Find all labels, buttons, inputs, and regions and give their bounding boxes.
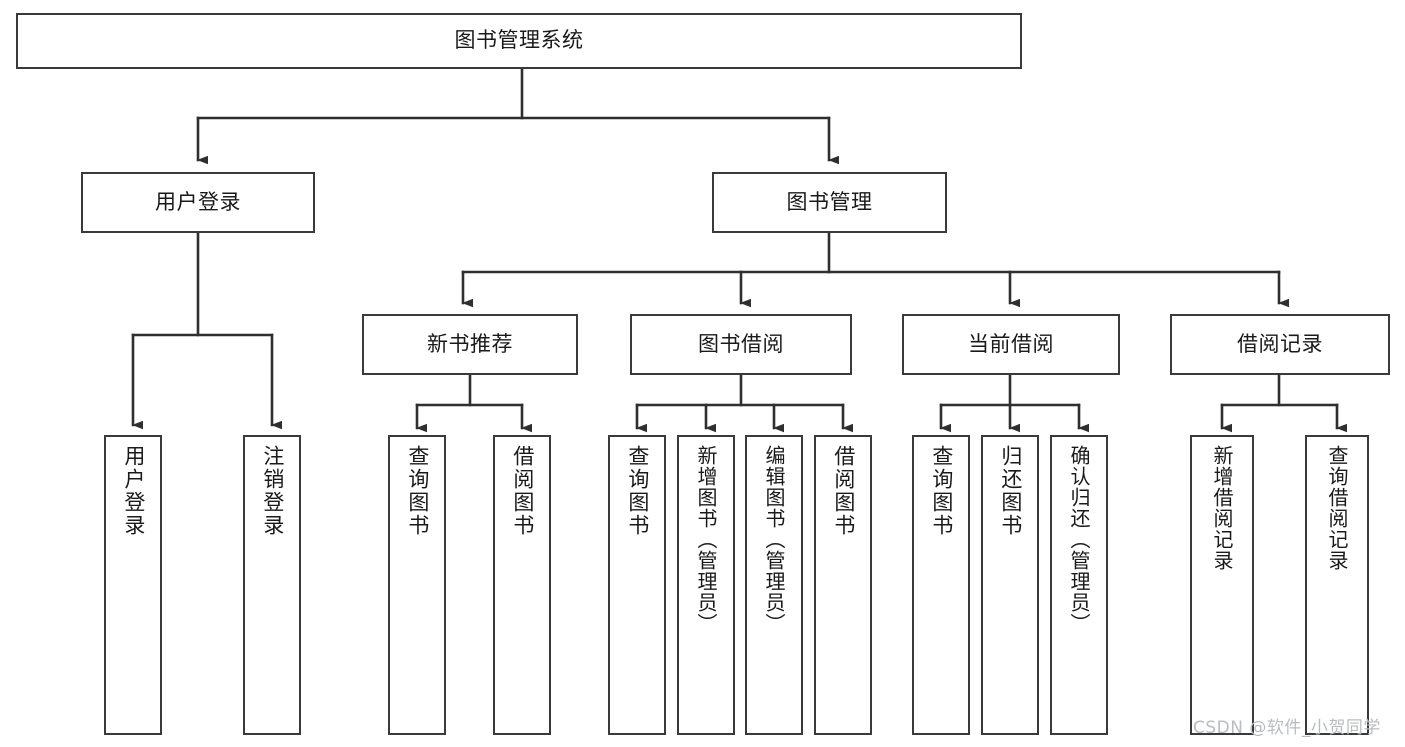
node-leaf-new-book-borrow[interactable]: 借阅图书 bbox=[493, 435, 551, 735]
node-leaf-record-add-label: 新增借阅记录 bbox=[1210, 445, 1234, 571]
node-leaf-current-return-book-label: 归还图书 bbox=[998, 445, 1023, 537]
node-book-manage-label: 图书管理 bbox=[786, 189, 873, 214]
node-leaf-borrow-query-book[interactable]: 查询图书 bbox=[608, 435, 666, 735]
node-leaf-borrow-edit-book[interactable]: 编辑图书（管理员） bbox=[745, 435, 803, 735]
node-leaf-current-query-book[interactable]: 查询图书 bbox=[912, 435, 970, 735]
node-root-system[interactable]: 图书管理系统 bbox=[16, 13, 1022, 69]
node-leaf-user-login-signout-label: 注销登录 bbox=[260, 445, 285, 537]
node-new-book-recommend-label: 新书推荐 bbox=[427, 331, 513, 356]
node-book-borrow-label: 图书借阅 bbox=[698, 331, 784, 356]
node-leaf-record-query-label: 查询借阅记录 bbox=[1325, 445, 1349, 571]
node-leaf-borrow-borrow-book[interactable]: 借阅图书 bbox=[814, 435, 872, 735]
node-leaf-borrow-add-book[interactable]: 新增图书（管理员） bbox=[677, 435, 735, 735]
node-leaf-current-query-book-label: 查询图书 bbox=[929, 445, 954, 537]
node-leaf-user-login-signout[interactable]: 注销登录 bbox=[243, 435, 301, 735]
node-leaf-record-add[interactable]: 新增借阅记录 bbox=[1190, 435, 1254, 735]
node-borrow-record[interactable]: 借阅记录 bbox=[1170, 314, 1390, 375]
node-current-borrow[interactable]: 当前借阅 bbox=[902, 314, 1120, 375]
node-leaf-borrow-edit-book-label: 编辑图书（管理员） bbox=[762, 445, 786, 634]
node-leaf-current-confirm-return[interactable]: 确认归还（管理员） bbox=[1050, 435, 1108, 735]
node-leaf-user-login-signin-label: 用户登录 bbox=[121, 445, 146, 537]
node-user-login[interactable]: 用户登录 bbox=[81, 172, 315, 233]
node-borrow-record-label: 借阅记录 bbox=[1237, 331, 1323, 356]
node-new-book-recommend[interactable]: 新书推荐 bbox=[362, 314, 578, 375]
node-leaf-user-login-signin[interactable]: 用户登录 bbox=[104, 435, 162, 735]
node-leaf-current-return-book[interactable]: 归还图书 bbox=[981, 435, 1039, 735]
node-user-login-label: 用户登录 bbox=[155, 189, 241, 214]
node-leaf-current-confirm-return-label: 确认归还（管理员） bbox=[1067, 445, 1091, 634]
watermark-text: CSDN @软件_小贺同学 bbox=[1193, 718, 1381, 738]
node-book-borrow[interactable]: 图书借阅 bbox=[630, 314, 852, 375]
node-leaf-new-book-query-label: 查询图书 bbox=[405, 445, 430, 537]
node-leaf-new-book-query[interactable]: 查询图书 bbox=[388, 435, 446, 735]
node-book-manage[interactable]: 图书管理 bbox=[712, 172, 947, 233]
node-current-borrow-label: 当前借阅 bbox=[968, 331, 1054, 356]
node-leaf-borrow-query-book-label: 查询图书 bbox=[625, 445, 650, 537]
node-leaf-new-book-borrow-label: 借阅图书 bbox=[510, 445, 535, 537]
node-leaf-borrow-borrow-book-label: 借阅图书 bbox=[831, 445, 856, 537]
node-root-system-label: 图书管理系统 bbox=[454, 28, 584, 53]
node-leaf-record-query[interactable]: 查询借阅记录 bbox=[1305, 435, 1369, 735]
node-leaf-borrow-add-book-label: 新增图书（管理员） bbox=[694, 445, 718, 634]
